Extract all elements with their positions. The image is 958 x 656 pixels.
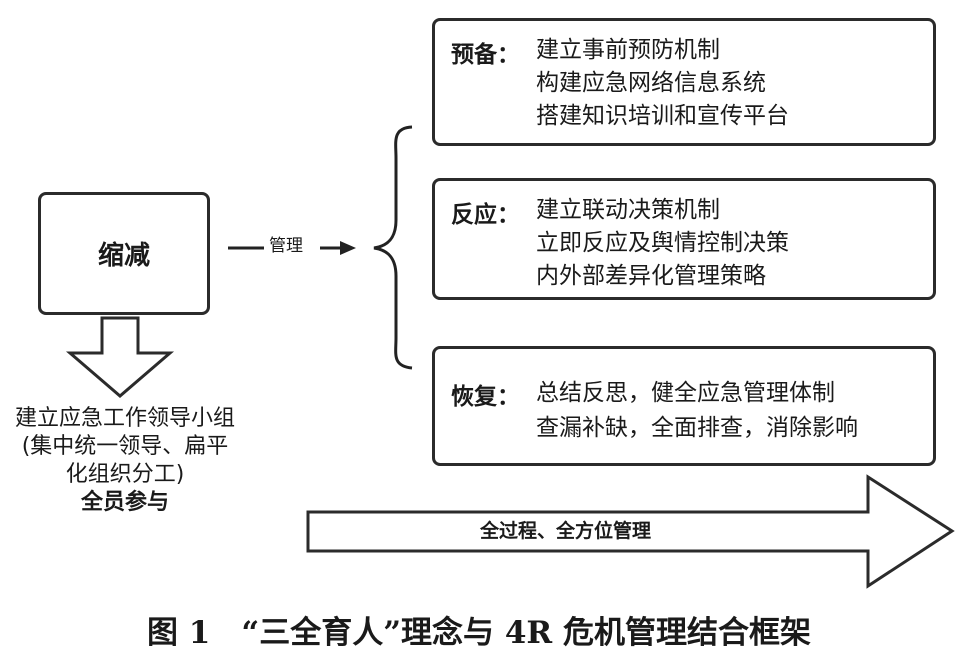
curly-brace	[373, 125, 413, 370]
recovery-heading: 恢复：	[451, 384, 520, 410]
suojian-box: 缩减	[38, 192, 210, 315]
recovery-line: 查漏补缺，全面排查，消除影响	[536, 415, 858, 441]
leadership-line: 化组织分工)	[65, 462, 185, 487]
response-line: 立即反应及舆情控制决策	[536, 230, 789, 256]
response-line: 建立联动决策机制	[536, 197, 720, 223]
suojian-label: 缩减	[97, 241, 150, 271]
process-arrow-label: 全过程、全方位管理	[480, 520, 652, 542]
response-line: 内外部差异化管理策略	[536, 263, 766, 289]
all-staff-label: 全员参与	[80, 490, 169, 515]
recovery-box: 恢复： 总结反思，健全应急管理体制 查漏补缺，全面排查，消除影响	[432, 346, 936, 466]
leadership-line: (集中统一领导、扁平	[21, 434, 229, 459]
recovery-lines: 总结反思，健全应急管理体制 查漏补缺，全面排查，消除影响	[536, 376, 858, 446]
down-hollow-arrow	[65, 316, 175, 398]
response-box: 反应： 建立联动决策机制 立即反应及舆情控制决策 内外部差异化管理策略	[432, 178, 936, 300]
process-hollow-arrow	[306, 474, 955, 589]
management-arrow-label: 管理	[268, 231, 304, 256]
preparation-line: 建立事前预防机制	[536, 37, 720, 63]
recovery-line: 总结反思，健全应急管理体制	[536, 380, 835, 406]
figure-caption: 图 1 “三全育人”理念与 4R 危机管理结合框架	[147, 615, 811, 651]
management-arrow-head	[340, 241, 356, 255]
preparation-line: 构建应急网络信息系统	[536, 70, 766, 96]
preparation-heading: 预备：	[451, 42, 520, 68]
preparation-lines: 建立事前预防机制 构建应急网络信息系统 搭建知识培训和宣传平台	[536, 34, 789, 133]
preparation-box: 预备： 建立事前预防机制 构建应急网络信息系统 搭建知识培训和宣传平台	[432, 18, 936, 146]
leadership-group-text: 建立应急工作领导小组 (集中统一领导、扁平 化组织分工) 全员参与	[0, 405, 250, 517]
leadership-line: 建立应急工作领导小组	[14, 406, 235, 431]
response-heading: 反应：	[451, 202, 520, 228]
response-lines: 建立联动决策机制 立即反应及舆情控制决策 内外部差异化管理策略	[536, 194, 789, 293]
preparation-line: 搭建知识培训和宣传平台	[536, 103, 789, 129]
